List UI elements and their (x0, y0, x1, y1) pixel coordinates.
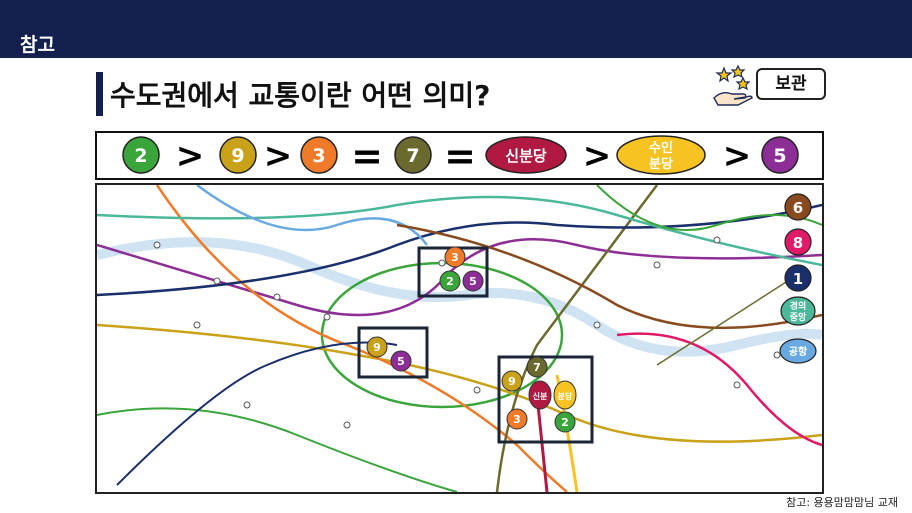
seq-pill-sinbundang: 신분당 (485, 136, 567, 174)
branch-line-path (656, 274, 798, 366)
hub-label: 3 (451, 251, 459, 264)
hub-label: 7 (533, 361, 541, 374)
line-7-path (495, 185, 658, 492)
hub-box-b (357, 326, 429, 379)
hub-b-marker-5: 5 (390, 350, 412, 372)
branch-line-path (116, 341, 398, 486)
hub-label: 9 (373, 341, 381, 354)
hub-a-marker-3: 3 (444, 246, 466, 268)
seq-label: 신분당 (505, 147, 547, 165)
line-1-path (97, 203, 822, 297)
seq-circle-fill (122, 136, 160, 174)
legend-line-1: 1 (784, 264, 812, 292)
equals-symbol: = (351, 134, 383, 178)
greater-than-symbol: > (264, 136, 293, 176)
hub-a-marker-2: 2 (439, 270, 461, 292)
hub-box-c (497, 355, 594, 444)
hub-c-marker-sinbundang: 신분 (528, 380, 552, 410)
station-dots (153, 236, 781, 429)
seq-label: 3 (312, 145, 325, 167)
sequence-graphic: 2 > 9 > 3 = 7 = 신분당 > 수인 분당 > 5 (122, 134, 799, 178)
line-3-path (155, 185, 568, 492)
seq-pill-suinbundang: 수인 분당 (616, 135, 706, 175)
legend-label: 8 (793, 234, 803, 252)
line-9-path (97, 323, 822, 443)
hub-b-marker-9: 9 (366, 336, 388, 358)
priority-sequence: 2 > 9 > 3 = 7 = 신분당 > 수인 분당 > 5 (95, 131, 824, 180)
line-6-path (396, 223, 822, 330)
hub-label: 2 (561, 416, 569, 429)
hub-c-marker-2: 2 (554, 411, 576, 433)
legend-label: 6 (793, 199, 803, 217)
seq-label: 5 (773, 145, 786, 167)
seq-label: 2 (134, 145, 147, 167)
seq-circle-5: 5 (761, 136, 799, 174)
hub-label: 5 (397, 355, 405, 368)
hub-label: 2 (446, 275, 454, 288)
legend-label-line2: 중앙 (790, 311, 807, 323)
legend-line-8: 8 (784, 228, 812, 256)
greater-than-symbol: > (723, 136, 752, 176)
hub-c-marker-suinbundang: 분당 (553, 380, 577, 410)
hub-c-marker-9: 9 (501, 370, 523, 392)
seq-circle-2: 2 (122, 136, 160, 174)
seq-circle-7: 7 (394, 136, 432, 174)
greater-than-symbol: > (176, 136, 205, 176)
greater-than-symbol: > (583, 136, 612, 176)
subway-map-graphic: 3 2 5 9 5 7 9 신분 (97, 185, 822, 492)
header-bar: 참고 (0, 0, 912, 58)
hub-c-marker-3: 3 (506, 408, 528, 430)
hub-label: 3 (513, 413, 521, 426)
hand-stars-icon (713, 64, 753, 106)
seq-label: 7 (406, 145, 419, 167)
hub-label: 신분 (533, 391, 548, 401)
river-path (97, 237, 822, 357)
source-credit: 참고: 용용맘맘맘님 교재 (786, 496, 898, 509)
hub-label: 9 (508, 375, 516, 388)
seq-circle-9: 9 (219, 136, 257, 174)
hub-c-marker-7: 7 (526, 356, 548, 378)
legend-label: 1 (793, 270, 803, 288)
section-label: 참고 (20, 34, 55, 56)
save-group: 보관 (710, 64, 830, 108)
legend-airport: 공항 (779, 338, 817, 364)
seq-label: 9 (231, 145, 244, 167)
legend-label: 공항 (789, 345, 808, 358)
save-button[interactable]: 보관 (756, 68, 826, 100)
branch-line-path (97, 407, 458, 492)
hub-a-marker-5: 5 (462, 270, 484, 292)
line-8-path (616, 332, 822, 447)
legend-gyeongui-jungang: 경의 중앙 (780, 296, 816, 326)
seq-circle-3: 3 (300, 136, 338, 174)
hub-label: 5 (469, 275, 477, 288)
subway-map: 3 2 5 9 5 7 9 신분 (95, 183, 824, 494)
seq-label-line1: 수인 (649, 140, 673, 156)
seq-label-line2: 분당 (649, 156, 673, 172)
title-accent-bar (96, 72, 103, 116)
legend-label-line1: 경의 (790, 300, 807, 312)
equals-symbol: = (444, 134, 476, 178)
page-title: 수도권에서 교통이란 어떤 의미? (110, 79, 491, 112)
legend-line-6: 6 (784, 193, 812, 221)
hub-label: 분당 (558, 391, 573, 401)
